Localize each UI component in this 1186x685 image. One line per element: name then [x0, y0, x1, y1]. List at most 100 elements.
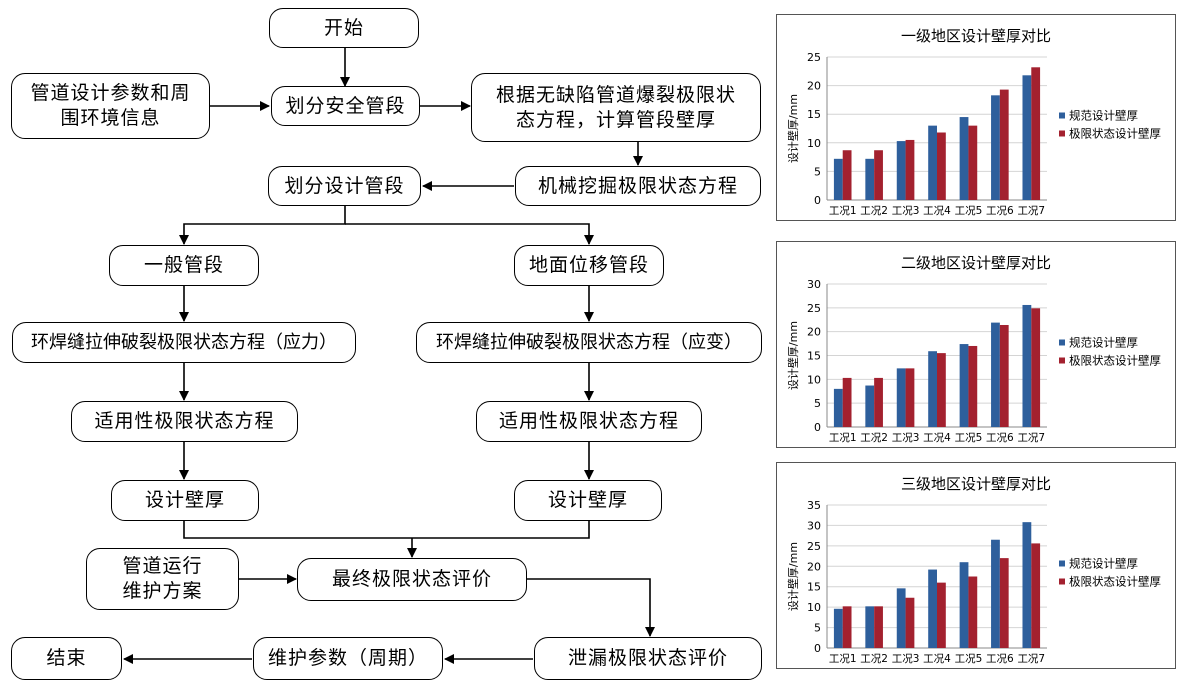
y-tick-label: 10: [807, 601, 821, 614]
bar-limit-state: [842, 150, 852, 200]
bar-limit-state: [1031, 308, 1041, 427]
legend-label: 规范设计壁厚: [1069, 336, 1138, 350]
legend-swatch: [1059, 130, 1065, 137]
legend-swatch: [1059, 339, 1065, 346]
bar-standard: [959, 117, 969, 200]
chart-title: 一级地区设计壁厚对比: [901, 27, 1051, 45]
x-tick-label: 工况1: [829, 205, 857, 217]
bar-standard: [1022, 75, 1032, 200]
bar-standard: [991, 95, 1000, 200]
x-tick-label: 工况5: [955, 205, 983, 217]
bar-standard: [1022, 304, 1032, 427]
legend-swatch: [1059, 560, 1065, 567]
input-node: 管道设计参数和周 围环境信息: [11, 73, 210, 139]
bar-limit-state: [968, 345, 978, 427]
legend-label: 极限状态设计壁厚: [1069, 575, 1161, 589]
x-tick-label: 工况3: [892, 432, 920, 444]
bar-standard: [928, 125, 937, 200]
bar-limit-state: [874, 150, 883, 200]
x-tick-label: 工况5: [955, 432, 983, 444]
design-thickness-left-node: 设计壁厚: [111, 480, 259, 521]
x-tick-label: 工况2: [860, 432, 888, 444]
legend-label: 规范设计壁厚: [1069, 557, 1138, 571]
bar-limit-state: [968, 125, 978, 200]
x-tick-label: 工况5: [955, 653, 983, 665]
legend-label: 极限状态设计壁厚: [1069, 127, 1161, 141]
bar-limit-state: [999, 89, 1009, 200]
girth-weld-stress-node: 环焊缝拉伸破裂极限状态方程（应力）: [12, 322, 356, 363]
y-tick-label: 0: [814, 421, 821, 434]
bar-standard: [928, 351, 937, 427]
y-tick-label: 25: [807, 51, 821, 64]
bar-limit-state: [905, 597, 915, 648]
bar-limit-state: [842, 377, 852, 427]
leak-limit-state-node: 泄漏极限状态评价: [534, 637, 762, 680]
bar-limit-state: [937, 353, 946, 427]
x-tick-label: 工况6: [986, 432, 1014, 444]
y-tick-label: 10: [807, 137, 821, 150]
bar-standard: [959, 344, 969, 427]
bar-standard: [896, 141, 906, 200]
legend-swatch: [1059, 357, 1065, 364]
y-axis-label: 设计壁厚/mm: [786, 94, 800, 163]
x-tick-label: 工况1: [829, 432, 857, 444]
bar-limit-state: [999, 558, 1009, 648]
y-tick-label: 0: [814, 642, 821, 655]
bar-limit-state: [937, 132, 946, 200]
x-tick-label: 工况7: [1017, 205, 1045, 217]
bar-standard: [865, 158, 875, 200]
excavation-node: 机械挖掘极限状态方程: [515, 166, 761, 206]
general-segment-node: 一般管段: [109, 245, 259, 286]
maintenance-params-node: 维护参数（周期）: [253, 637, 443, 680]
end-node: 结束: [11, 637, 122, 680]
maintenance-plan-node: 管道运行 维护方案: [86, 548, 239, 610]
y-tick-label: 15: [807, 581, 821, 594]
bar-limit-state: [905, 139, 915, 200]
y-tick-label: 25: [807, 540, 821, 553]
x-tick-label: 工况3: [892, 653, 920, 665]
bar-standard: [928, 569, 937, 648]
x-tick-label: 工况6: [986, 205, 1014, 217]
bar-standard: [833, 608, 843, 648]
bar-limit-state: [905, 368, 915, 427]
x-tick-label: 工况2: [860, 653, 888, 665]
y-tick-label: 30: [807, 278, 821, 291]
y-tick-label: 25: [807, 302, 821, 315]
bar-limit-state: [999, 324, 1009, 427]
bar-standard: [865, 606, 875, 648]
ground-displacement-node: 地面位移管段: [514, 245, 664, 286]
y-tick-label: 5: [814, 622, 821, 635]
y-tick-label: 0: [814, 194, 821, 207]
y-tick-label: 35: [807, 499, 821, 512]
start-node: 开始: [269, 8, 419, 48]
final-limit-state-node: 最终极限状态评价: [297, 558, 527, 601]
design-thickness-right-node: 设计壁厚: [514, 480, 662, 521]
y-tick-label: 20: [807, 326, 821, 339]
y-tick-label: 5: [814, 397, 821, 410]
bar-standard: [959, 562, 969, 648]
bar-standard: [991, 322, 1000, 427]
bar-standard: [896, 368, 906, 427]
legend-swatch: [1059, 578, 1065, 585]
serviceability-left-node: 适用性极限状态方程: [71, 401, 298, 442]
y-tick-label: 10: [807, 373, 821, 386]
legend-label: 极限状态设计壁厚: [1069, 354, 1161, 368]
chart-title: 二级地区设计壁厚对比: [901, 254, 1051, 272]
x-tick-label: 工况3: [892, 205, 920, 217]
bar-standard: [833, 158, 843, 200]
legend-label: 规范设计壁厚: [1069, 109, 1138, 123]
y-tick-label: 20: [807, 560, 821, 573]
bar-standard: [833, 388, 843, 427]
bar-limit-state: [842, 606, 852, 648]
divide-safe-segment-node: 划分安全管段: [271, 86, 420, 126]
y-tick-label: 20: [807, 80, 821, 93]
bar-standard: [991, 539, 1000, 648]
y-tick-label: 15: [807, 108, 821, 121]
flowchart-connectors: [123, 48, 655, 664]
